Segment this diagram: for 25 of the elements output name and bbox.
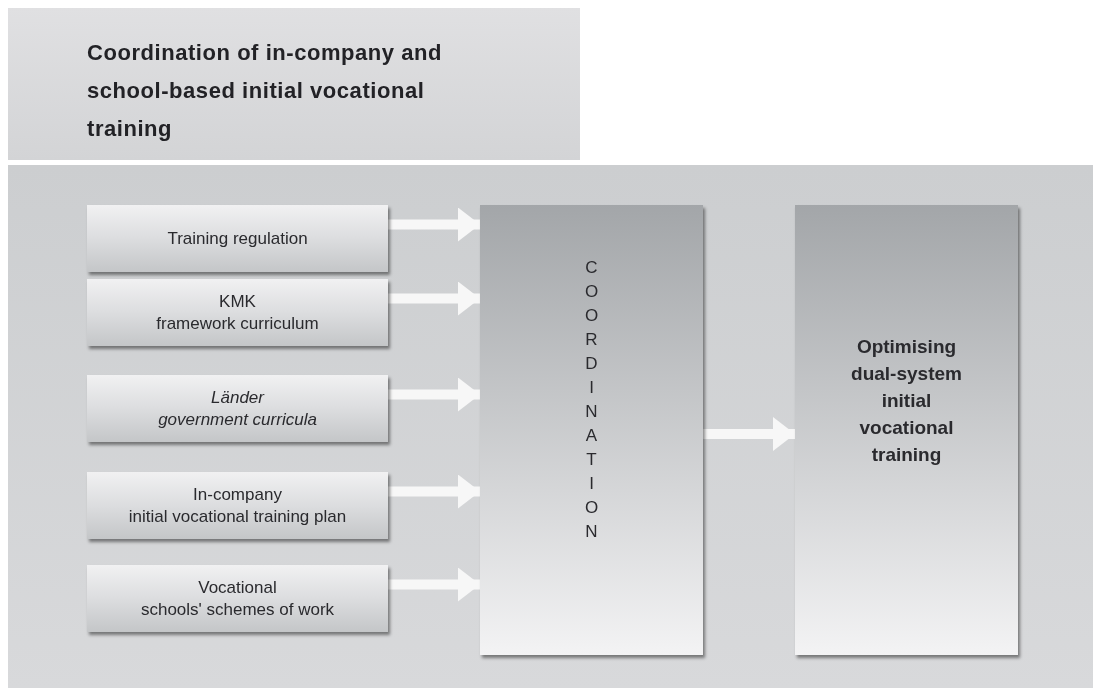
arrow (703, 417, 795, 451)
box-label: framework curriculum (156, 312, 319, 335)
arrow (388, 474, 480, 509)
source-box (87, 565, 388, 632)
process-panel (480, 205, 703, 655)
box-label: Länder (211, 386, 264, 409)
arrow (388, 377, 480, 412)
source-box (87, 279, 388, 346)
arrow (388, 281, 480, 316)
diagram-title: Coordination of in-company and school-based initial vocational training (87, 39, 444, 143)
box-label: COORDINATION (584, 257, 599, 543)
box-label: schools' schemes of work (140, 598, 335, 621)
source-box (87, 375, 388, 442)
arrow (388, 207, 480, 242)
box-label: In-company (193, 483, 282, 506)
source-box (87, 472, 388, 539)
box-label: initial vocational training plan (128, 505, 347, 528)
source-box (87, 205, 388, 272)
process-panel (795, 205, 1018, 655)
box-label: Training regulation (167, 227, 308, 250)
box-label: Vocational (198, 576, 277, 599)
arrow (388, 567, 480, 602)
box-label: government curricula (158, 408, 317, 431)
box-label: Optimising dual-system initial vocational training (850, 334, 963, 467)
box-label: KMK (219, 290, 256, 313)
